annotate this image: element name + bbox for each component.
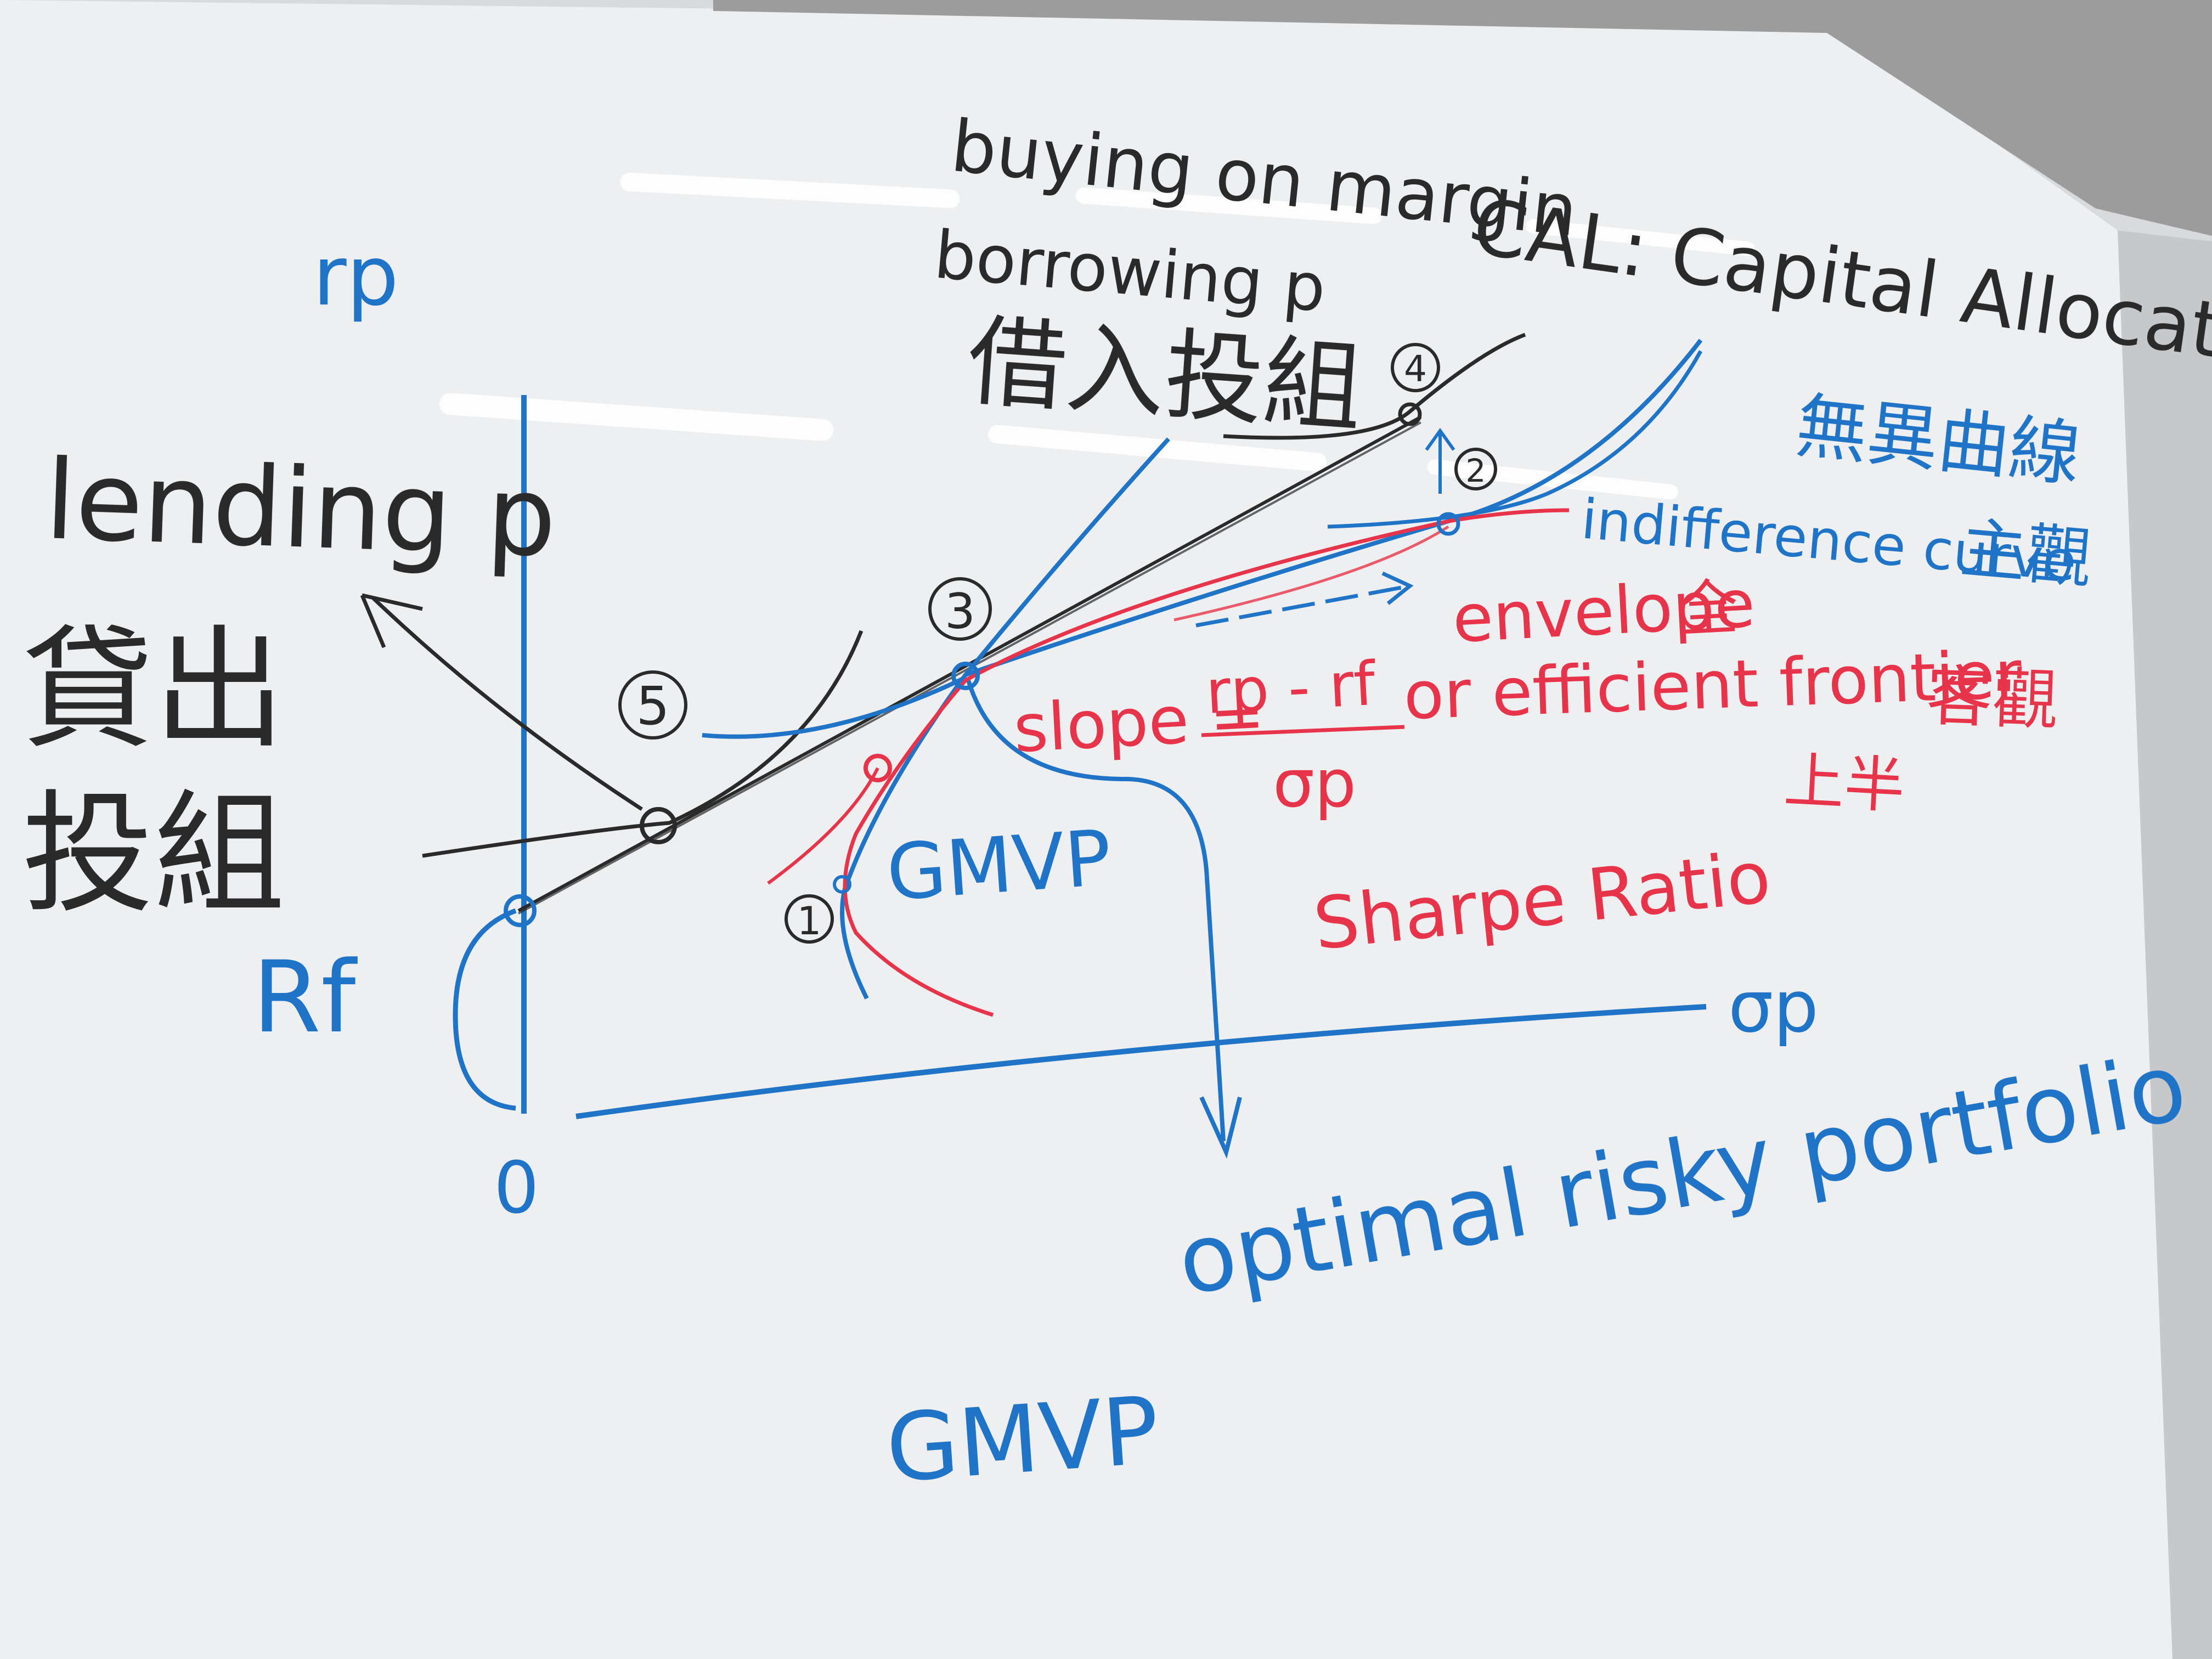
label-2: 2: [1466, 452, 1486, 489]
frontier-lower-red: [767, 767, 879, 885]
indifference-curve-2: [1327, 350, 1703, 529]
board-top-edge: [713, 0, 2212, 236]
efficient-frontier-red: [843, 508, 1570, 1017]
rp-axis-label: rp: [313, 229, 399, 324]
red-tangent-marker: [864, 754, 892, 782]
envelope-all-text: 全: [1676, 572, 1740, 645]
lending-cjk-line1: 貸出: [22, 613, 285, 766]
envelope-curve: [840, 437, 1170, 1000]
sigma-axis-label: σp: [1728, 965, 1819, 1048]
subjective-text: 主觀: [1957, 510, 2095, 597]
rf-point: [504, 894, 537, 927]
point-3-marker: [951, 662, 980, 690]
point-2-marker: [1436, 512, 1460, 536]
rf-label: Rf: [252, 940, 358, 1055]
optimal-portfolio-arrow: [966, 679, 1226, 1142]
rf-brace: [453, 908, 517, 1111]
envelope-arrow: [1195, 585, 1405, 628]
upper-half-text: 上半: [1782, 745, 1906, 821]
indifference-curve-5: [422, 630, 864, 858]
slope-fraction-bar: [1201, 725, 1405, 737]
slope-denominator: σp: [1273, 746, 1356, 822]
circle-5: [618, 670, 687, 740]
objective-text: 客觀: [1925, 658, 2059, 739]
gmvp-mid-text: GMVP: [884, 814, 1114, 918]
indifference-curve-3: [702, 675, 967, 739]
frontier-upper-red: [1173, 525, 1449, 622]
up-arrow: [1425, 427, 1455, 494]
circle-1: [785, 894, 834, 944]
point-4-marker: [1398, 402, 1422, 426]
board-right-panel: [2118, 230, 2212, 1659]
envelope-arrow-head: [1381, 571, 1414, 605]
point-1-marker: [833, 875, 851, 894]
circle-2: [1454, 448, 1497, 490]
upper-frontier: [964, 338, 1703, 677]
label-1: 1: [797, 899, 822, 944]
gmvp-bottom-text: GMVP: [883, 1376, 1163, 1504]
label-5: 5: [636, 675, 669, 737]
indifference-curve-4: [1223, 332, 1526, 440]
label-3: 3: [945, 583, 975, 640]
slope-numerator: rp - rf: [1204, 648, 1378, 727]
envelope-text: envelope: [1451, 566, 1757, 658]
borrowing-cjk-text: 借入投組: [964, 304, 1366, 446]
optimal-arrow-head: [1199, 1096, 1242, 1159]
circle-4: [1391, 343, 1440, 392]
label-4: 4: [1404, 348, 1427, 390]
x-axis: [575, 1004, 1707, 1119]
lending-arrow-head: [360, 593, 423, 648]
circle-3: [928, 577, 992, 641]
lending-cjk-line2: 投組: [22, 777, 285, 931]
origin-label: 0: [494, 1146, 539, 1229]
slope-text: slope =: [1012, 678, 1267, 768]
circled-labels: 5 3 1 4 2: [618, 343, 1497, 944]
point-5-marker: [640, 807, 677, 844]
lending-p-text: lending p: [43, 436, 558, 582]
lending-arrow: [371, 596, 643, 811]
